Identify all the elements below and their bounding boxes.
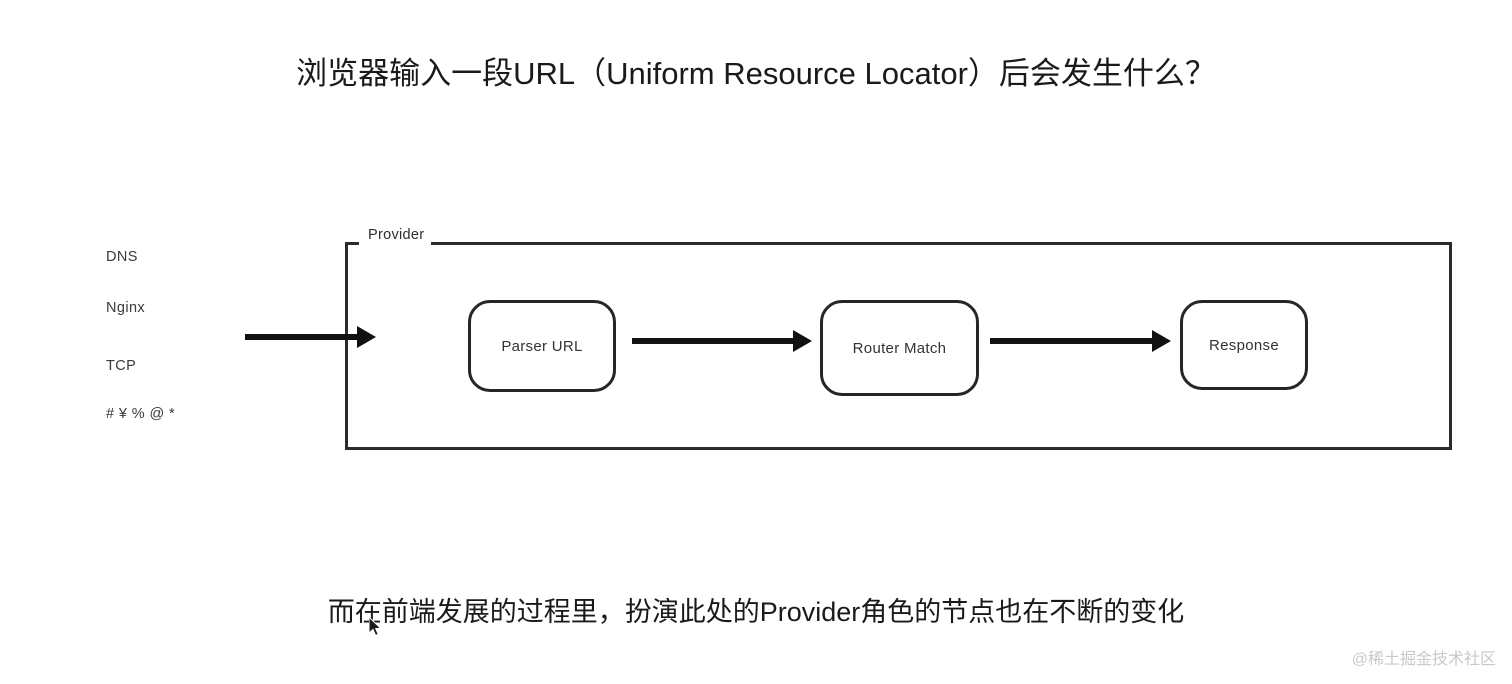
node-parser-url[interactable]: Parser URL: [468, 300, 616, 392]
node-response[interactable]: Response: [1180, 300, 1308, 390]
arrow-parser-to-router-icon: [632, 330, 812, 352]
arrow-head: [1152, 330, 1171, 352]
arrow-head: [793, 330, 812, 352]
left-label-dns: DNS: [106, 249, 138, 265]
arrow-shaft: [245, 334, 357, 340]
container-border-right: [1449, 242, 1452, 450]
container-border-top-left: [345, 242, 359, 245]
arrow-head: [357, 326, 376, 348]
provider-label: Provider: [365, 226, 428, 244]
left-label-symbols: # ¥ % @ *: [106, 406, 176, 422]
left-label-nginx: Nginx: [106, 300, 146, 316]
provider-container: Provider: [345, 226, 1452, 450]
arrow-shaft: [990, 338, 1152, 344]
container-border-top-right: [431, 242, 1452, 245]
page-title: 浏览器输入一段URL（Uniform Resource Locator）后会发生…: [296, 56, 1216, 91]
arrow-router-to-response-icon: [990, 330, 1171, 352]
arrow-entry-icon: [245, 326, 376, 348]
node-router-match[interactable]: Router Match: [820, 300, 979, 396]
container-border-left: [345, 242, 348, 450]
arrow-shaft: [632, 338, 793, 344]
left-label-stack: DNS Nginx TCP # ¥ % @ *: [106, 248, 276, 423]
page-caption: 而在前端发展的过程里，扮演此处的Provider角色的节点也在不断的变化: [327, 597, 1185, 627]
container-border-bottom: [345, 447, 1452, 450]
watermark: @稀土掘金技术社区: [1351, 651, 1496, 668]
left-label-tcp: TCP: [106, 358, 137, 374]
